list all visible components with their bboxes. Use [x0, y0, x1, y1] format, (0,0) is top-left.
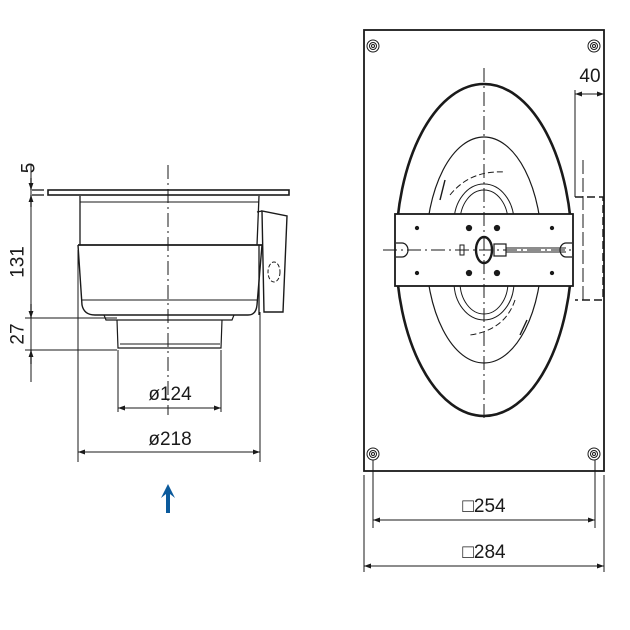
dim-hole-spacing: □254: [462, 496, 506, 517]
side-view: [25, 165, 290, 462]
flange: [47, 189, 290, 196]
inlet-nozzle: [116, 319, 223, 349]
dim-flange-thickness: 5: [19, 163, 40, 174]
dim-plate-size: □284: [462, 542, 506, 563]
upper-housing: [79, 195, 260, 246]
motor-hub: [474, 235, 494, 265]
dim-nozzle-height: 27: [8, 323, 29, 344]
terminal-box-hidden: [575, 196, 604, 301]
mounting-plate: [363, 29, 605, 472]
mounting-holes: [366, 39, 601, 461]
front-view: [363, 29, 605, 572]
dim-body-height: 131: [8, 246, 29, 278]
arrow-up-icon: [161, 484, 175, 513]
lower-housing: [77, 244, 263, 316]
dim-inlet-diameter: ø124: [148, 384, 192, 405]
dim-housing-diameter: ø218: [148, 429, 191, 450]
dim-terminal-box-depth: 40: [579, 66, 600, 87]
terminal-box: [261, 210, 288, 313]
